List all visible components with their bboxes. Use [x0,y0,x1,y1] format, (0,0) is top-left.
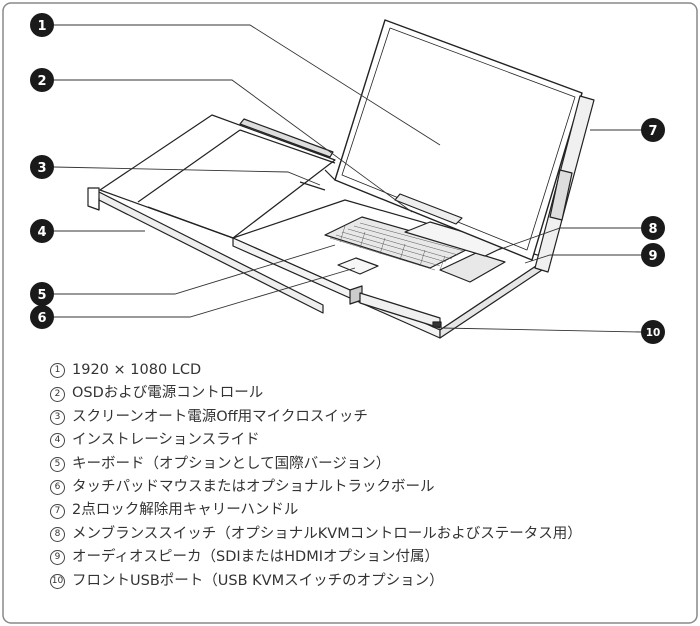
front-slide-rail [359,292,441,329]
rear-rail [239,118,334,158]
svg-text:2: 2 [37,74,46,89]
leader-8 [497,227,641,251]
callout-6: 6 [30,305,54,329]
legend-marker: 3 [50,409,65,425]
legend-list: 1 1920 × 1080 LCD 2 OSDおよび電源コントロール 3 スクリーンオ… [50,359,582,593]
legend-marker: 8 [50,526,65,542]
installation-slide-mount [87,187,100,211]
legend-text: 1920 × 1080 LCD [72,362,202,378]
leader-6 [54,267,356,318]
leader-9 [524,254,641,264]
legend-item: 2 OSDおよび電源コントロール [50,382,582,405]
svg-text:8: 8 [648,222,657,237]
legend-item: 3 スクリーンオート電源Off用マイクロスイッチ [50,406,582,429]
legend-item: 4 インストレーションスライド [50,429,582,452]
leader-5 [54,244,336,295]
handle-latch [549,169,573,221]
callout-7: 7 [641,118,665,142]
callout-badges: 1 2 3 4 5 6 7 8 9 10 [30,13,665,344]
svg-text:6: 6 [37,311,46,326]
legend-text: OSDおよび電源コントロール [72,385,264,402]
legend-text: インストレーションスライド [72,432,260,449]
numeric-keypad [439,252,506,283]
svg-text:4: 4 [37,225,46,240]
legend-text: フロントUSBポート（USB KVMスイッチのオプション） [72,572,444,589]
legend-item: 5 キーボード（オプションとして国際バージョン） [50,453,582,476]
callout-9: 9 [641,243,665,267]
keyboard-keys [329,222,465,271]
callout-8: 8 [641,216,665,240]
callout-3: 3 [30,155,54,179]
legend-text: メンブランススイッチ（オプショナルKVMコントロールおよびステータス用） [72,525,582,542]
legend-text: オーディオスピーカ（SDIまたはHDMIオプション付属） [72,549,439,566]
legend-marker: 9 [50,550,65,566]
leader-lines [53,24,642,333]
legend-item: 7 2点ロック解除用キャリーハンドル [50,499,582,522]
leader-2 [54,79,413,213]
legend-text: タッチパッドマウスまたはオプショナルトラックボール [72,478,435,495]
legend-marker: 4 [50,433,65,449]
svg-text:10: 10 [646,327,661,339]
legend-item: 9 オーディオスピーカ（SDIまたはHDMIオプション付属） [50,546,582,569]
legend-item: 6 タッチパッドマウスまたはオプショナルトラックボール [50,476,582,499]
kvm-drawer-illustration [87,19,595,339]
legend-marker: 10 [50,573,65,589]
legend-text: スクリーンオート電源Off用マイクロスイッチ [72,408,368,425]
legend-item: 10 フロントUSBポート（USB KVMスイッチのオプション） [50,570,582,593]
front-usb-port [432,321,442,328]
legend-item: 8 メンブランススイッチ（オプショナルKVMコントロールおよびステータス用） [50,523,582,546]
legend-marker: 2 [50,386,65,402]
legend-marker: 5 [50,456,65,472]
legend-marker: 7 [50,503,65,519]
legend-text: 2点ロック解除用キャリーハンドル [72,502,299,519]
leader-3 [53,166,321,186]
osd-control-strip [394,193,463,225]
callout-4: 4 [30,219,54,243]
leader-10 [440,327,642,333]
svg-text:3: 3 [37,161,46,176]
legend-marker: 6 [50,480,65,496]
svg-text:1: 1 [37,19,46,34]
callout-2: 2 [30,68,54,92]
touchpad [337,257,379,275]
svg-text:5: 5 [37,288,46,303]
legend-marker: 1 [50,363,65,379]
svg-text:9: 9 [648,249,657,264]
callout-1: 1 [30,13,54,37]
callout-5: 5 [30,282,54,306]
leader-1 [54,24,441,146]
legend-item: 1 1920 × 1080 LCD [50,359,582,382]
svg-text:7: 7 [648,124,657,139]
callout-10: 10 [641,320,665,344]
legend-text: キーボード（オプションとして国際バージョン） [72,455,391,472]
